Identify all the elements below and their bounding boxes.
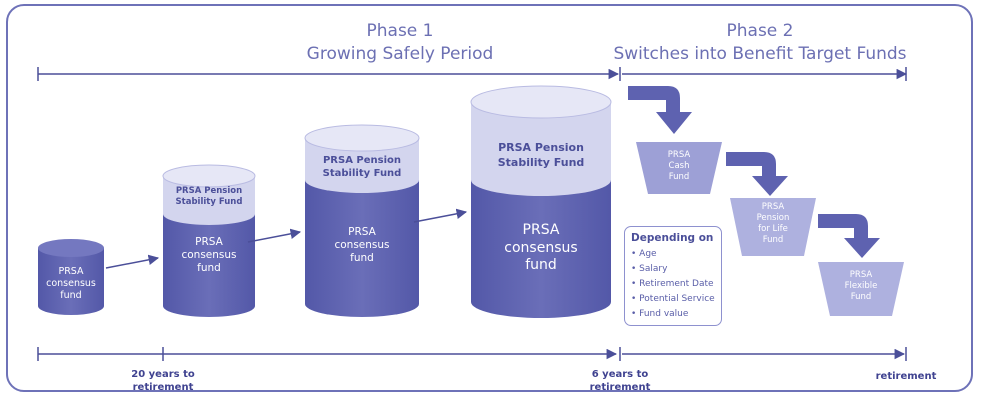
depending-on-title: Depending on bbox=[631, 232, 714, 244]
depending-item: Retirement Date bbox=[631, 277, 715, 292]
arrow-c2-c3 bbox=[247, 228, 302, 243]
funnel-cash-label: PRSA Cash Fund bbox=[667, 150, 691, 182]
phase2-subtitle: Switches into Benefit Target Funds bbox=[613, 44, 907, 64]
funnel-flexible bbox=[818, 262, 904, 316]
funnel-flexible-label: PRSA Flexible Fund bbox=[844, 270, 878, 302]
curved-arrow-2 bbox=[726, 152, 788, 196]
cylinder3-top-label: PRSA Pension Stability Fund bbox=[322, 155, 402, 179]
depending-item: Age bbox=[631, 247, 715, 262]
arrow-c1-c2 bbox=[105, 254, 160, 269]
cylinder2-top-label: PRSA Pension Stability Fund bbox=[175, 186, 243, 207]
phase1-title: Phase 1 bbox=[366, 21, 434, 41]
curved-arrow-3 bbox=[818, 214, 880, 258]
phase2-title: Phase 2 bbox=[726, 21, 794, 41]
phase1-subtitle: Growing Safely Period bbox=[306, 44, 494, 64]
cylinder-stability-3 bbox=[304, 124, 420, 317]
timeline-label-retirement: retirement bbox=[875, 371, 937, 382]
funnel-pension-for-life-label: PRSA Pension for Life Fund bbox=[756, 202, 790, 245]
timeline-label-20-years: 20 years to retirement bbox=[131, 369, 195, 393]
cylinder3-main-label: PRSA consensus fund bbox=[334, 226, 390, 265]
depending-on-list: Age Salary Retirement Date Potential Ser… bbox=[631, 247, 715, 322]
cylinder4-main-label: PRSA consensus fund bbox=[504, 222, 578, 273]
phase1-header: Phase 1 Growing Safely Period bbox=[260, 20, 540, 66]
cylinder1-main-label: PRSA consensus fund bbox=[46, 266, 96, 301]
cylinder4-top-label: PRSA Pension Stability Fund bbox=[497, 141, 585, 169]
cylinder-consensus-small bbox=[38, 239, 104, 315]
cylinder2-main-label: PRSA consensus fund bbox=[181, 236, 237, 275]
timeline-label-6-years: 6 years to retirement bbox=[589, 369, 651, 393]
depending-item: Salary bbox=[631, 262, 715, 277]
curved-arrow-1 bbox=[628, 86, 692, 134]
cylinder-stability-4 bbox=[470, 85, 612, 318]
cylinder-stability-2 bbox=[162, 164, 256, 317]
depending-item: Potential Service bbox=[631, 292, 715, 307]
depending-on-box: Depending on Age Salary Retirement Date … bbox=[624, 226, 722, 326]
phase2-header: Phase 2 Switches into Benefit Target Fun… bbox=[610, 20, 910, 66]
funnel-cash bbox=[636, 142, 722, 194]
arrow-c3-c4 bbox=[413, 208, 468, 223]
funnel-pension-for-life bbox=[730, 198, 816, 256]
depending-item: Fund value bbox=[631, 307, 715, 322]
